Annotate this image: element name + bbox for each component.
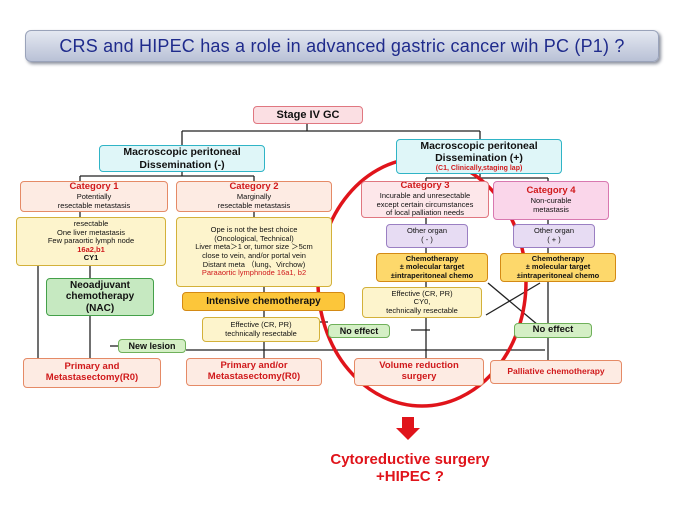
category-4-sub1: Non-curable	[530, 196, 572, 206]
category-4-box: Category 4 Non-curable metastasis	[493, 181, 609, 220]
no-effect-label-2: No effect	[532, 324, 574, 336]
outcome-3-box: Volume reduction surgery	[354, 358, 484, 386]
cat1-detail-3: Few paraortic lymph node	[47, 236, 135, 246]
no-effect-label-1: No effect	[339, 325, 379, 336]
outcome-2-line1: Primary and/or	[220, 360, 288, 372]
no-effect-box-2: No effect	[514, 323, 592, 338]
effective-cat3-box: Effective (CR, PR) CY0, technically rese…	[362, 287, 482, 318]
chemo4-line1: Chemotherapy	[531, 253, 585, 263]
other-organ-negative: Other organ ( - )	[386, 224, 468, 248]
other4-line2: ( + )	[547, 235, 561, 244]
new-lesion-label: New lesion	[128, 340, 176, 351]
effective2-line2: technically resectable	[225, 328, 297, 338]
macro-neg-line2: Dissemination (-)	[139, 158, 225, 171]
category-3-box: Category 3 Incurable and unresectable ex…	[361, 181, 489, 218]
macro-neg-line1: Macroscopic peritoneal	[123, 146, 241, 159]
category-2-box: Category 2 Marginally resectable metasta…	[176, 181, 332, 212]
outcome-1-line1: Primary and	[64, 361, 120, 373]
category-1-heading: Category 1	[69, 181, 119, 193]
outcome-4-box: Palliative chemotherapy	[490, 360, 622, 384]
intensive-chemo-label: Intensive chemotherapy	[206, 295, 321, 307]
effective3-line2: CY0,	[413, 297, 431, 307]
category-3-sub1: Incurable and unresectable	[379, 191, 471, 201]
category-1-sub2: resectable metastasis	[57, 200, 131, 210]
macro-negative-box: Macroscopic peritoneal Dissemination (-)	[99, 145, 265, 172]
nac-box: Neoadjuvant chemotherapy (NAC)	[46, 278, 154, 316]
outcome-3-line1: Volume reduction	[379, 360, 459, 372]
cytoreductive-question: Cytoreductive surgery +HIPEC ?	[300, 451, 520, 485]
category-3-sub2: except certain circumstances	[376, 199, 474, 209]
effective2-line1: Effective (CR, PR)	[230, 319, 292, 329]
chemo-cat4-box: Chemotherapy ± molecular target ±intrape…	[500, 253, 616, 282]
macro-pos-line2: Dissemination (+)	[435, 152, 523, 165]
nac-line1: Neoadjuvant	[69, 279, 130, 291]
chemo3-line3: ±intraperitoneal chemo	[390, 270, 474, 280]
outcome-2-box: Primary and/or Metastasectomy(R0)	[186, 358, 322, 386]
category-2-details: Ope is not the best choice (Oncological,…	[176, 217, 332, 287]
connector-line	[485, 282, 541, 316]
chemo4-line3: ±intraperitoneal chemo	[516, 270, 600, 280]
chemo3-line1: Chemotherapy	[405, 253, 459, 263]
chemo-cat3-box: Chemotherapy ± molecular target ±intrape…	[376, 253, 488, 282]
title-text: CRS and HIPEC has a role in advanced gas…	[59, 35, 625, 56]
cat2-detail-3: Liver meta＞1 or, tumor size ＞5cm	[195, 242, 313, 252]
other4-line1: Other organ	[533, 226, 575, 236]
category-2-heading: Category 2	[229, 181, 279, 193]
category-1-sub1: Potentially	[76, 192, 112, 202]
down-arrow-icon	[396, 417, 420, 440]
connector-line	[487, 282, 539, 326]
cat2-detail-2: (Oncological, Technical)	[214, 233, 294, 243]
question-line1: Cytoreductive surgery	[330, 451, 490, 468]
nac-line2: chemotherapy	[65, 291, 135, 303]
page-title: CRS and HIPEC has a role in advanced gas…	[25, 30, 659, 62]
cat1-detail-2: One liver metastasis	[57, 227, 125, 237]
category-1-box: Category 1 Potentially resectable metast…	[20, 181, 168, 212]
cat2-detail-6: Paraaortic lymphnode 16a1, b2	[201, 268, 307, 278]
category-3-sub3: of local palliation needs	[386, 208, 464, 218]
cat2-detail-4: close to vein, and/or portal vein	[202, 251, 306, 260]
macro-pos-line1: Macroscopic peritoneal	[420, 140, 538, 153]
chemo4-line2: ± molecular target	[525, 262, 591, 272]
cat2-detail-1: Ope is not the best choice	[210, 225, 298, 235]
macro-positive-box: Macroscopic peritoneal Dissemination (+)…	[396, 139, 562, 174]
stage-iv-box: Stage IV GC	[253, 106, 363, 124]
category-1-details: resectable One liver metastasis Few para…	[16, 217, 166, 266]
question-line2: +HIPEC ?	[376, 468, 444, 485]
no-effect-box-1: No effect	[328, 324, 390, 338]
cat1-detail-5: CY1	[83, 253, 99, 263]
outcome-1-box: Primary and Metastasectomy(R0)	[23, 358, 161, 388]
category-2-sub2: resectable metastasis	[217, 200, 291, 210]
category-4-sub2: metastasis	[533, 204, 569, 214]
intensive-chemo-box: Intensive chemotherapy	[182, 292, 345, 311]
outcome-2-line2: Metastasectomy(R0)	[207, 371, 301, 382]
category-3-heading: Category 3	[400, 181, 450, 192]
outcome-3-line2: surgery	[401, 371, 437, 382]
cat1-detail-1: resectable	[73, 218, 109, 228]
stage-label: Stage IV GC	[276, 108, 340, 121]
effective-cat2-box: Effective (CR, PR) technically resectabl…	[202, 317, 320, 342]
new-lesion-box: New lesion	[118, 339, 186, 353]
outcome-1-line2: Metastasectomy(R0)	[45, 372, 139, 383]
outcome-4-label: Palliative chemotherapy	[507, 366, 605, 377]
nac-line3: (NAC)	[85, 302, 115, 314]
effective3-line3: technically resectable	[386, 305, 458, 315]
macro-pos-line3: (C1, Clinically,staging lap)	[435, 164, 523, 172]
other3-line2: ( - )	[421, 235, 433, 244]
other-organ-positive: Other organ ( + )	[513, 224, 595, 248]
cat2-detail-5: Distant meta （lung、Virchow)	[202, 259, 306, 269]
category-4-heading: Category 4	[526, 185, 576, 197]
effective3-line1: Effective (CR, PR)	[391, 288, 453, 298]
chemo3-line2: ± molecular target	[399, 262, 465, 272]
other3-line1: Other organ	[406, 226, 448, 236]
category-2-sub1: Marginally	[236, 192, 272, 202]
cat1-detail-4: 16a2,b1	[77, 244, 105, 254]
